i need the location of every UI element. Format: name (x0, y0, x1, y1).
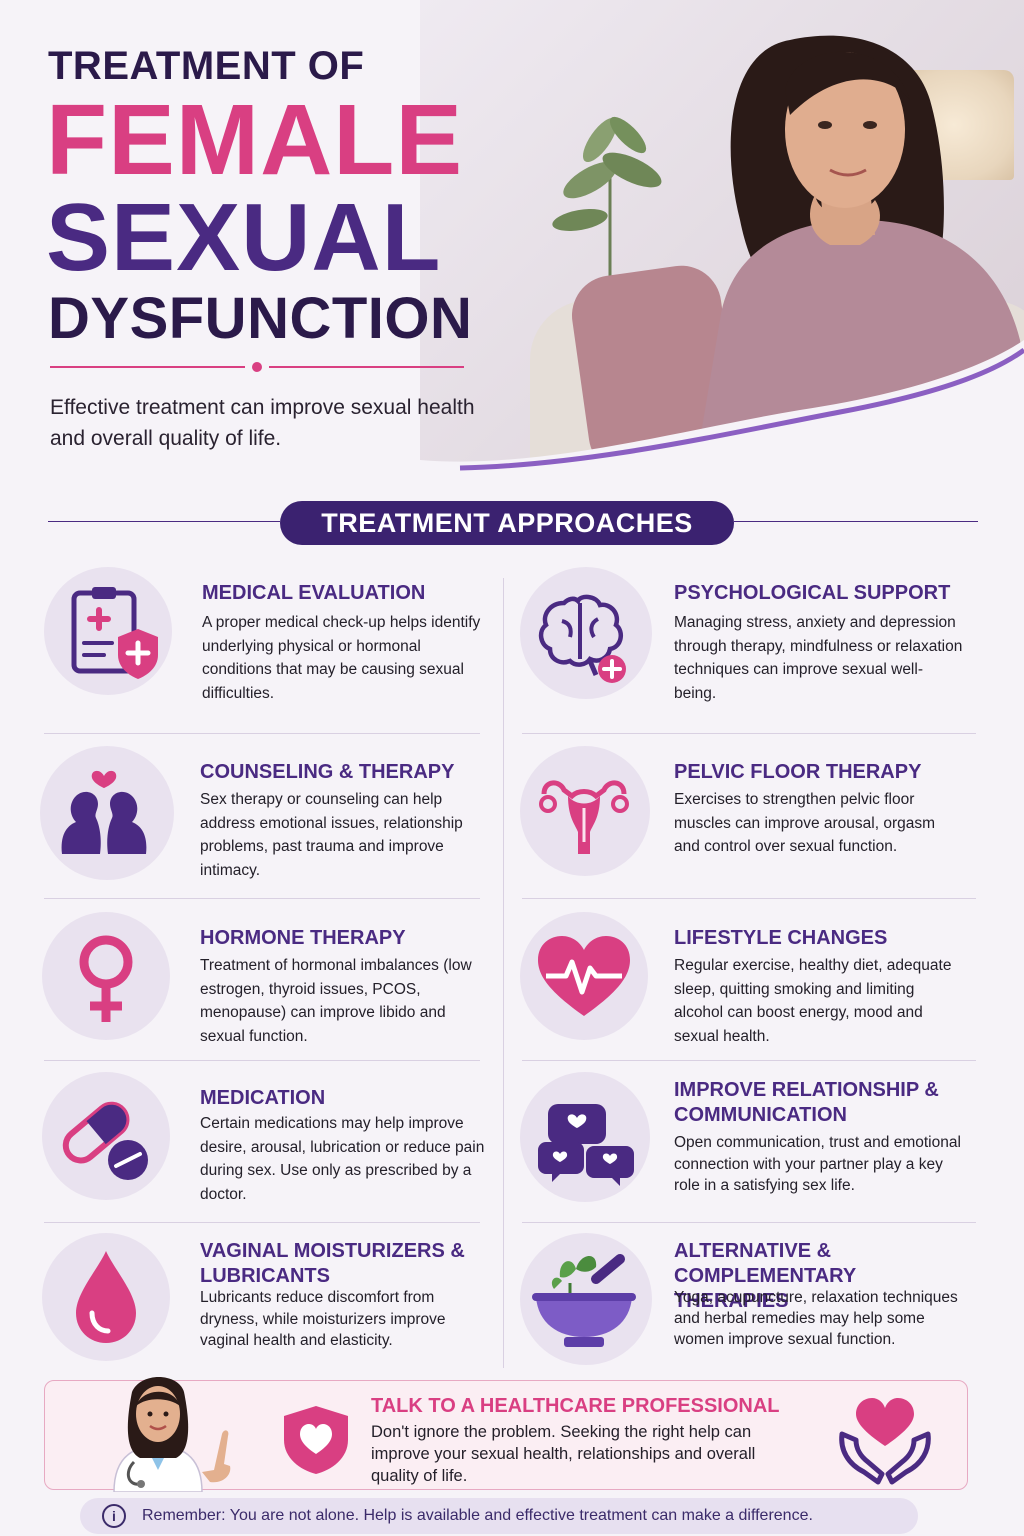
approach-title: VAGINAL MOISTURIZERS & LUBRICANTS (200, 1240, 465, 1287)
approach-title: HORMONE THERAPY (200, 927, 406, 949)
title-line-3: SEXUAL (46, 184, 442, 291)
section-rule-left (48, 521, 280, 522)
row-separator (44, 898, 480, 899)
approach-card-counseling-therapy: COUNSELING & THERAPY Sex therapy or coun… (40, 746, 480, 896)
approach-title: MEDICATION (200, 1087, 326, 1109)
row-separator (44, 733, 480, 734)
approach-text: Regular exercise, healthy diet, adequate… (674, 957, 952, 1045)
drop-icon (76, 1251, 136, 1343)
approach-text: Exercises to strengthen pelvic floor mus… (674, 791, 936, 855)
section-title: TREATMENT APPROACHES (280, 501, 734, 545)
subtitle: Effective treatment can improve sexual h… (50, 396, 475, 450)
approach-card-psychological-support: PSYCHOLOGICAL SUPPORT Managing stress, a… (520, 567, 962, 717)
approach-text: Yoga, acupuncture, relaxation techniques… (674, 1289, 958, 1348)
section-rule-right (734, 521, 978, 522)
mortar-herbs-icon (532, 1254, 636, 1347)
row-separator (44, 1060, 480, 1061)
approach-text: Sex therapy or counseling can help addre… (200, 791, 463, 879)
approach-text: Certain medications may help improve des… (200, 1115, 485, 1203)
callout-text: Don't ignore the problem. Seeking the ri… (371, 1423, 756, 1485)
reminder-text: Remember: You are not alone. Help is ava… (142, 1507, 813, 1524)
title-line-1: TREATMENT OF (48, 44, 365, 88)
approach-title: IMPROVE RELATIONSHIP & COMMUNICATION (674, 1079, 939, 1126)
reminder-note: i Remember: You are not alone. Help is a… (80, 1498, 918, 1534)
callout-title: TALK TO A HEALTHCARE PROFESSIONAL (371, 1395, 780, 1417)
shield-heart-icon (284, 1406, 348, 1474)
approach-text: Treatment of hormonal imbalances (low es… (200, 957, 472, 1045)
approach-title: MEDICAL EVALUATION (202, 582, 426, 604)
column-divider (503, 578, 504, 1368)
row-separator (522, 733, 976, 734)
hands-heart-icon (839, 1398, 931, 1485)
row-separator (522, 898, 976, 899)
approach-card-relationship-communication: IMPROVE RELATIONSHIP & COMMUNICATION Ope… (520, 1072, 961, 1222)
chat-hearts-icon (538, 1104, 634, 1186)
plant-illustration (552, 116, 662, 280)
approach-title: ALTERNATIVE & COMPLEMENTARY THERAPIES (674, 1240, 856, 1312)
title-line-4: DYSFUNCTION (48, 286, 473, 351)
approach-title: LIFESTYLE CHANGES (674, 927, 888, 949)
uterus-icon (539, 780, 629, 854)
approach-title: PELVIC FLOOR THERAPY (674, 761, 922, 783)
approach-card-medical-evaluation: MEDICAL EVALUATION A proper medical chec… (44, 567, 484, 717)
female-symbol-icon (79, 935, 133, 1022)
clipboard-medical-icon (71, 587, 158, 679)
row-separator (44, 1222, 480, 1223)
hero-wave-decoration (420, 340, 1024, 500)
approach-text: Open communication, trust and emotional … (674, 1134, 961, 1194)
approach-card-medication: MEDICATION Certain medications may help … (42, 1072, 484, 1222)
approach-text: Lubricants reduce discomfort from drynes… (200, 1289, 446, 1349)
title-line-2: FEMALE (46, 84, 464, 196)
info-icon: i (102, 1504, 126, 1528)
row-separator (522, 1060, 976, 1061)
doctor-illustration (113, 1377, 231, 1492)
approach-card-lifestyle-changes: LIFESTYLE CHANGES Regular exercise, heal… (520, 912, 960, 1062)
approach-card-pelvic-floor-therapy: PELVIC FLOOR THERAPY Exercises to streng… (520, 746, 960, 896)
heartbeat-icon (538, 936, 630, 1016)
approach-text: A proper medical check-up helps identify… (202, 614, 481, 702)
approach-title: COUNSELING & THERAPY (200, 761, 455, 783)
approach-card-moisturizers-lubricants: VAGINAL MOISTURIZERS & LUBRICANTS Lubric… (42, 1233, 482, 1383)
row-separator (522, 1222, 976, 1223)
title-divider (50, 362, 464, 372)
couple-heart-icon (61, 770, 147, 854)
approach-text: Managing stress, anxiety and depression … (674, 614, 963, 702)
approach-card-alternative-therapies: ALTERNATIVE & COMPLEMENTARY THERAPIES Yo… (520, 1233, 960, 1383)
approach-card-hormone-therapy: HORMONE THERAPY Treatment of hormonal im… (42, 912, 482, 1062)
approach-title: PSYCHOLOGICAL SUPPORT (674, 582, 951, 604)
brain-icon (538, 594, 626, 683)
pill-capsule-icon (62, 1101, 148, 1180)
